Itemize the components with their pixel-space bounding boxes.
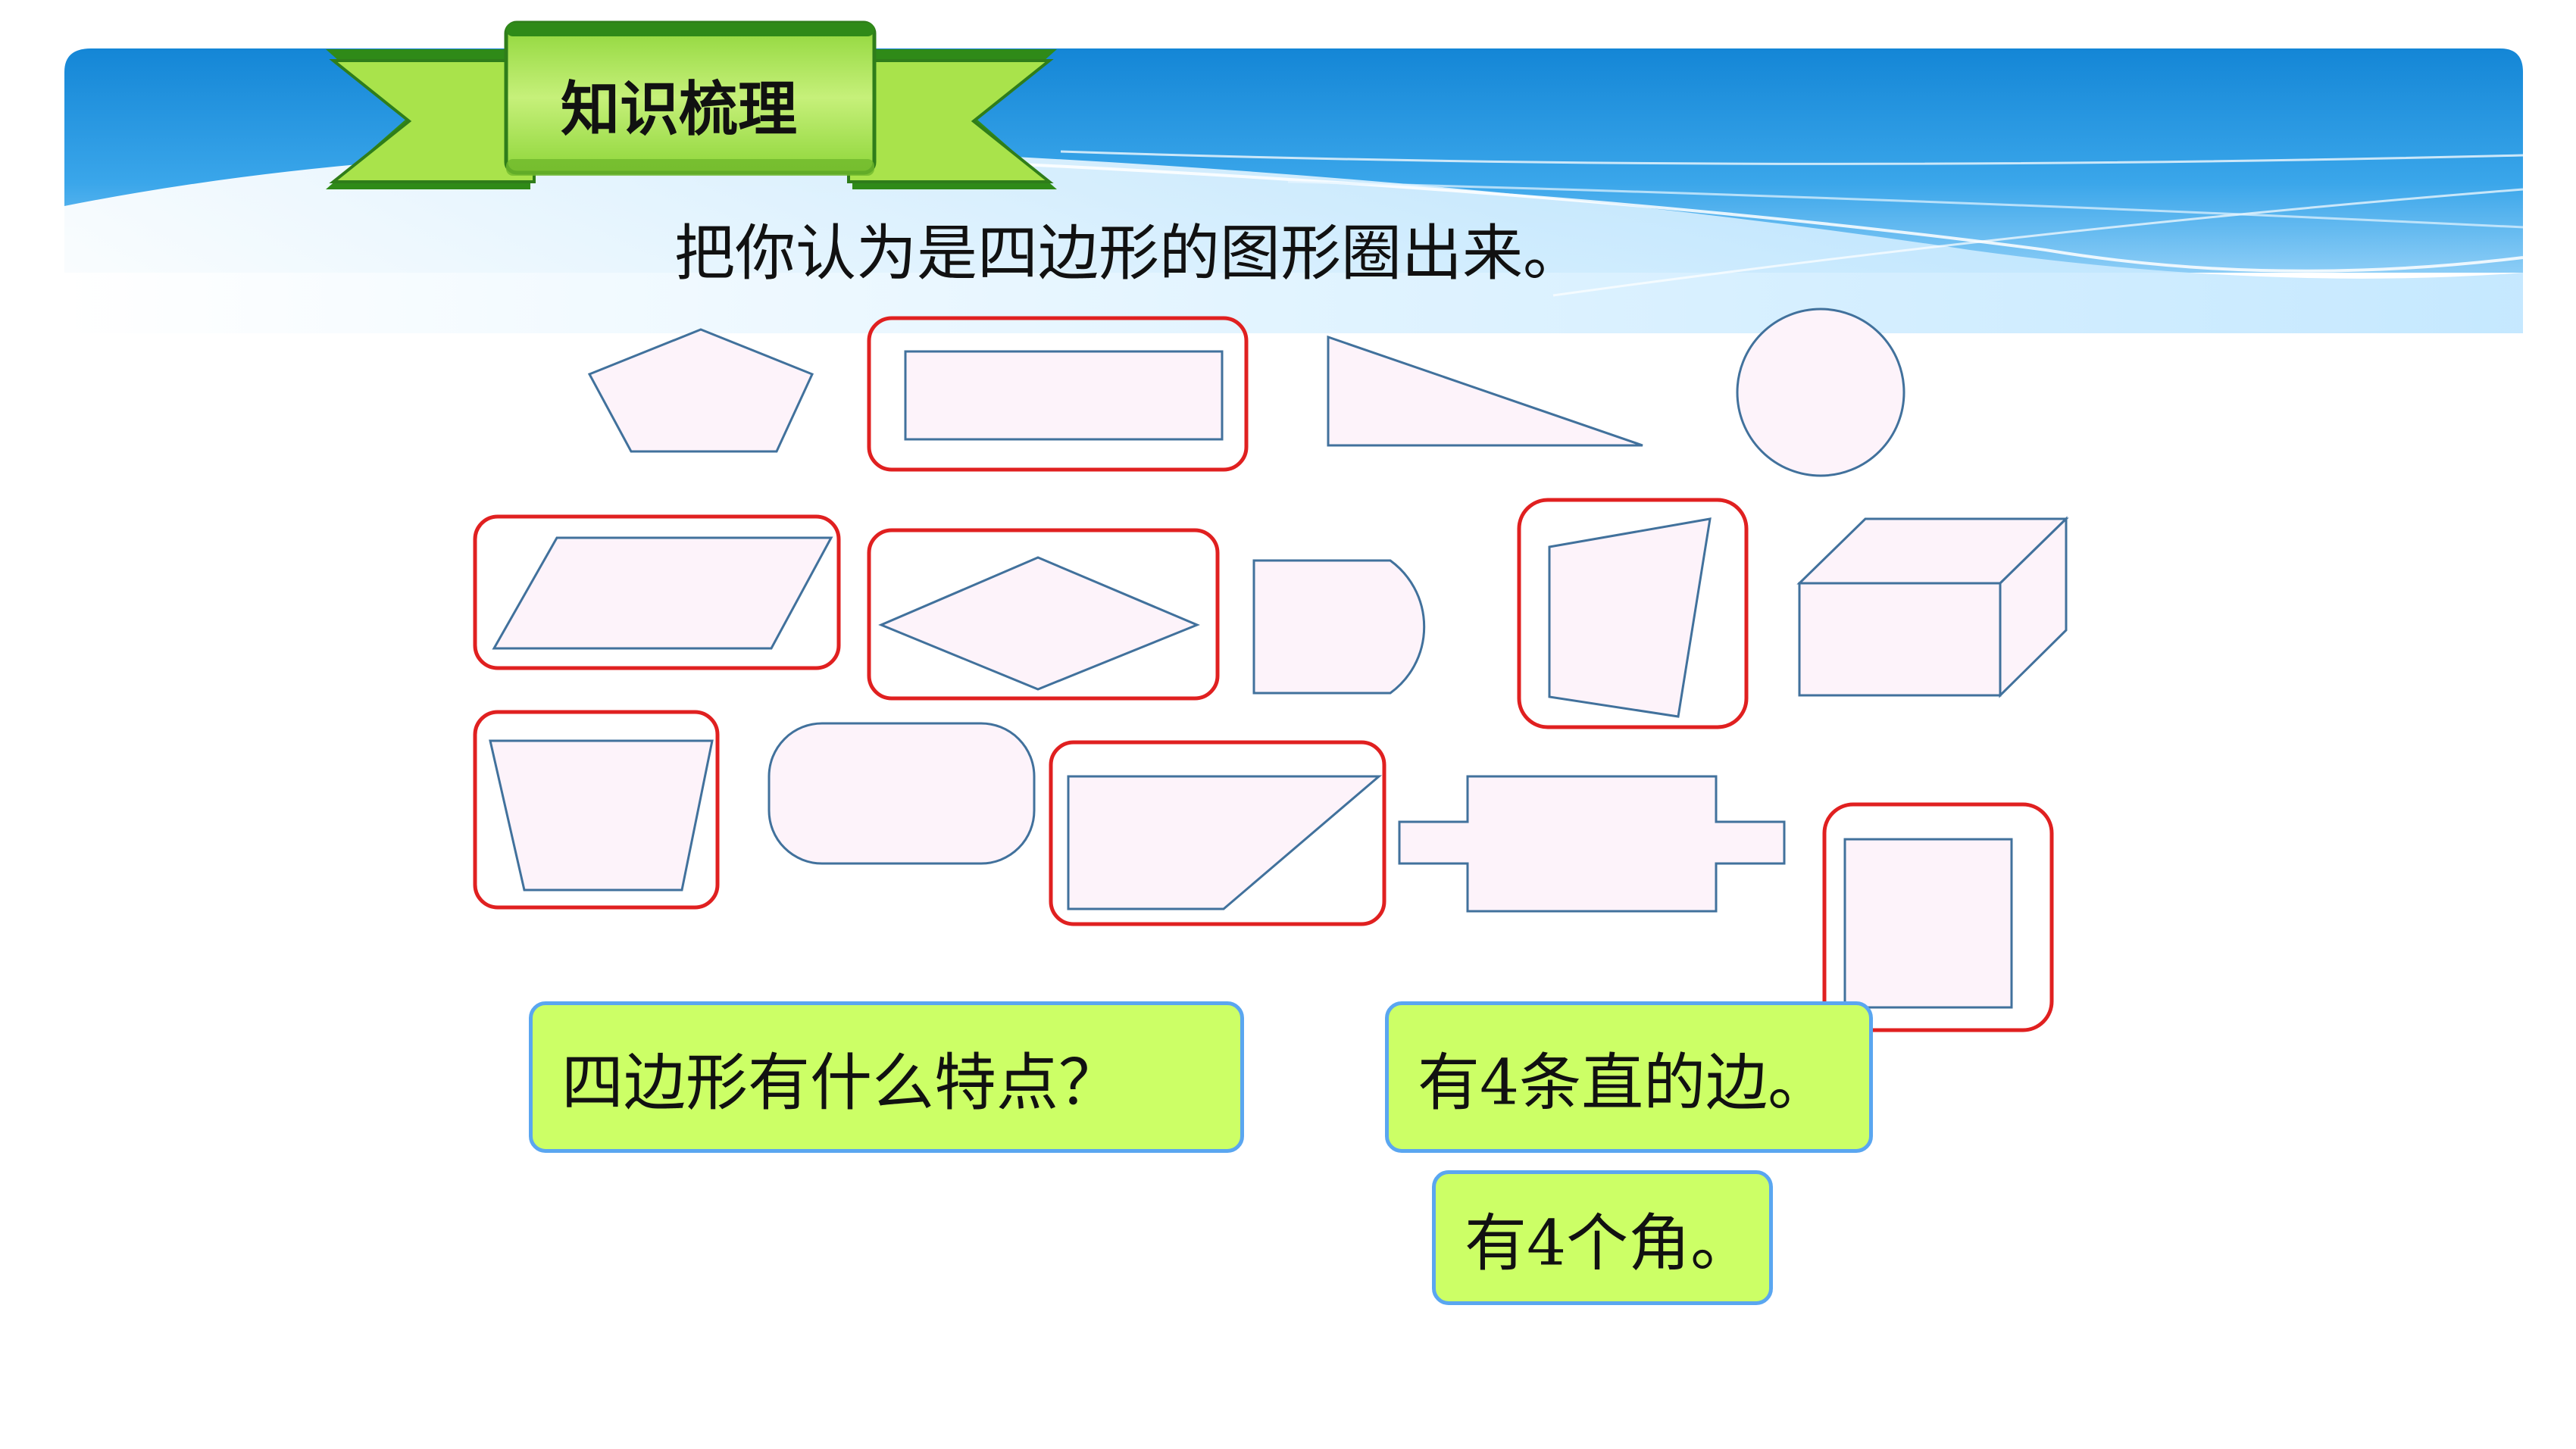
right-trapezoid-shape [1067,775,1383,910]
right-triangle-shape [1327,335,1643,447]
pentagon-shape [587,328,814,453]
cuboid-shape [1796,516,2069,698]
mark-parallelogram [473,514,841,670]
red-marks-group [473,316,2054,1032]
banner-ribbon [326,20,1057,189]
mark-right-trapezoid [1049,740,1386,926]
rectangle-shape [904,350,1224,441]
question-box: 四边形有什么特点？ [529,1001,1244,1153]
rhombus-shape [878,556,1200,691]
mark-irregular-quadrilateral [1517,498,1749,729]
mark-rhombus [867,528,1220,701]
answer-angles-box: 有4个角。 [1432,1170,1773,1305]
question-text: 四边形有什么特点？ [561,1047,1121,1120]
answer-angles-text: 有4个角。 [1465,1207,1753,1280]
irregular-quadrilateral-shape [1548,517,1712,718]
mark-trapezoid [473,710,720,910]
mark-square [1822,802,2054,1032]
header-band [0,48,2576,1449]
rounded-rectangle-shape [767,722,1036,865]
answer-sides-box: 有4条直的边。 [1385,1001,1873,1153]
square-shape [1843,838,2013,1009]
instruction-text: 把你认为是四边形的图形圈出来。 [674,218,1583,289]
trapezoid-shape [489,739,714,892]
circle-shape [1736,308,1905,477]
mark-rectangle [867,316,1249,472]
parallelogram-shape [492,536,833,650]
shapes-group [489,308,2069,1009]
cross-shape [1398,775,1786,913]
banner-title: 知识梳理 [561,75,798,144]
semicircle-end-shape [1252,559,1426,695]
answer-sides-text: 有4条直的边。 [1418,1047,1830,1120]
